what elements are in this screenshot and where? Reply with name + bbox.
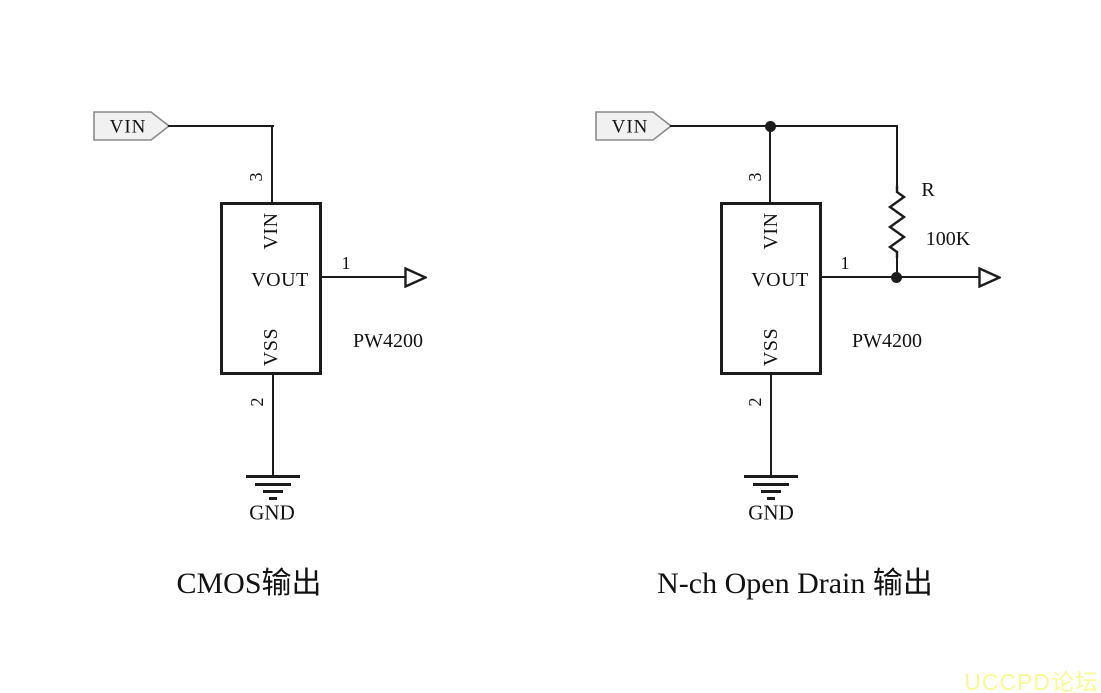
resistor-symbol-icon [887,186,907,258]
resistor-value-label: 100K [925,228,971,250]
chip-pin-vin-label: VIN [760,212,782,250]
pin-number-1: 1 [840,253,850,273]
ground-symbol-icon [744,475,798,501]
chip-part-number: PW4200 [852,330,922,352]
wire-vin-horizontal [670,125,898,127]
wire-resistor-bottom [896,256,898,278]
output-arrow-icon [978,267,1001,288]
chip-pin-vin-label: VIN [260,212,282,250]
caption-open-drain: N-ch Open Drain 输出 [657,567,933,600]
chip-body [220,202,322,375]
wire-vss-to-ground [272,375,274,476]
pin-number-3: 3 [246,172,266,182]
caption-cmos: CMOS输出 [176,567,322,600]
vin-port-flag-icon [93,111,171,141]
ground-symbol-icon [246,475,300,501]
wire-resistor-top [896,126,898,188]
pin-number-3: 3 [745,172,765,182]
pin-number-1: 1 [341,253,351,273]
gnd-label: GND [748,500,794,525]
vin-port-label: VIN [109,116,147,138]
chip-pin-vss-label: VSS [760,327,782,367]
wire-vout [322,276,406,278]
vin-port-flag-icon [595,111,673,141]
vin-port-label: VIN [611,116,649,138]
resistor-name-label: R [921,179,935,201]
junction-dot-vin [765,121,776,132]
pin-number-2: 2 [247,397,267,407]
wire-vss-to-ground [770,375,772,476]
junction-dot-vout [891,272,902,283]
wire-pin3-vertical [271,126,273,203]
watermark-text: UCCPD论坛 [964,669,1099,693]
pin-number-2: 2 [745,397,765,407]
chip-part-number: PW4200 [353,330,423,352]
chip-body [720,202,822,375]
chip-pin-vout-label: VOUT [751,269,809,291]
wire-vin-horizontal [168,125,274,127]
chip-pin-vout-label: VOUT [251,269,309,291]
wire-pin3-vertical [769,126,771,203]
gnd-label: GND [249,500,295,525]
output-arrow-icon [404,267,427,288]
chip-pin-vss-label: VSS [260,327,282,367]
